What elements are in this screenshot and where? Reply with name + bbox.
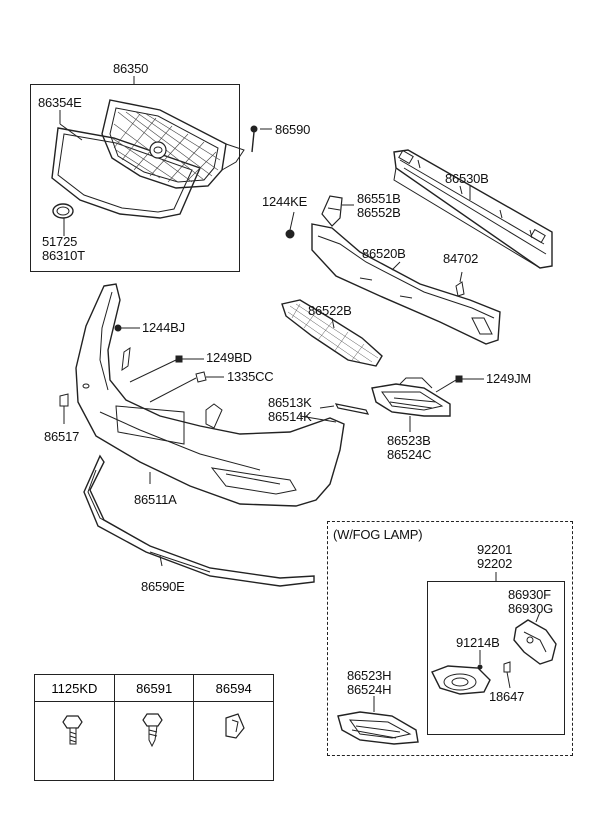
- label-1335CC: 1335CC: [227, 369, 274, 384]
- label-86513K: 86513K: [268, 395, 312, 410]
- hardware-header-86594: 86594: [193, 674, 274, 702]
- screw-1249JM-drawing: [435, 375, 484, 393]
- grille-surround-drawing: [51, 127, 201, 219]
- bumper-beam-drawing: [393, 149, 553, 269]
- label-1249JM: 1249JM: [486, 371, 532, 386]
- label-86930F: 86930F: [508, 587, 551, 602]
- lower-grille-drawing: [281, 299, 383, 367]
- label-86511A: 86511A: [134, 492, 177, 507]
- fog-lamp-drawing: [431, 665, 491, 695]
- fog-lamp-assembly-frame: [427, 581, 565, 735]
- label-86930G: 86930G: [508, 601, 554, 616]
- hardware-header-1125KD: 1125KD: [34, 674, 115, 702]
- hardware-table-image-row: [34, 701, 274, 781]
- label-86354E: 86354E: [38, 95, 82, 110]
- leader-86590E: [159, 555, 163, 567]
- clip-84702-drawing: [455, 271, 465, 297]
- label-86551B: 86551B: [357, 191, 401, 206]
- label-1244KE: 1244KE: [262, 194, 308, 209]
- screw-18647-drawing: [503, 661, 511, 689]
- label-86350: 86350: [113, 61, 149, 76]
- leader-86522B: [331, 317, 335, 329]
- label-86517: 86517: [44, 429, 80, 444]
- bolt-1244BJ-drawing: [114, 324, 140, 332]
- plug-86517-drawing: [59, 393, 69, 424]
- reflector-drawing: [319, 403, 370, 415]
- grille-assembly-frame: [30, 84, 240, 272]
- label-51725: 51725: [42, 234, 78, 249]
- label-86590E: 86590E: [141, 579, 185, 594]
- fog-cover-h-drawing: [337, 711, 419, 745]
- label-18647: 18647: [489, 689, 525, 704]
- label-86524H: 86524H: [347, 682, 392, 697]
- fog-lamp-bracket-drawing: [513, 611, 557, 665]
- energy-absorber-drawing: [311, 223, 501, 345]
- label-84702: 84702: [443, 251, 479, 266]
- label-86523B: 86523B: [387, 433, 431, 448]
- label-86514K: 86514K: [268, 409, 312, 424]
- leader-86520B: [391, 261, 401, 271]
- label-1244BJ: 1244BJ: [142, 320, 185, 335]
- bulb-91214B-drawing: [477, 650, 483, 670]
- screw-86590-drawing: [250, 125, 272, 153]
- bracket-86551B-drawing: [321, 195, 354, 227]
- label-92202: 92202: [477, 556, 513, 571]
- label-86523H: 86523H: [347, 668, 392, 683]
- label-1249BD: 1249BD: [206, 350, 252, 365]
- label-86520B: 86520B: [362, 246, 406, 261]
- label-86310T: 86310T: [42, 248, 85, 263]
- bumper-cover-drawing: [75, 283, 345, 507]
- label-91214B: 91214B: [456, 635, 500, 650]
- hardware-cell-86594: [193, 701, 274, 781]
- hardware-header-86591: 86591: [113, 674, 195, 702]
- hardware-table-header-row: 1125KD 86591 86594: [34, 674, 274, 702]
- leader-86354E-b: [59, 123, 83, 141]
- hardware-cell-86591: [113, 701, 195, 781]
- bolt-1249BD-drawing: [129, 355, 204, 383]
- emblem-drawing: [52, 203, 74, 219]
- hardware-cell-1125KD: [34, 701, 115, 781]
- label-86552B: 86552B: [357, 205, 401, 220]
- label-86590: 86590: [275, 122, 311, 137]
- label-86522B: 86522B: [308, 303, 352, 318]
- clip-1335CC-drawing: [149, 371, 224, 403]
- hardware-table: 1125KD 86591 86594: [34, 674, 274, 781]
- fog-lamp-caption: (W/FOG LAMP): [333, 527, 423, 542]
- radiator-grille-drawing: [101, 99, 245, 189]
- lower-lip-drawing: [83, 454, 315, 587]
- label-92201: 92201: [477, 542, 513, 557]
- fog-lamp-option-frame: [327, 521, 573, 756]
- label-86530B: 86530B: [445, 171, 489, 186]
- label-86524C: 86524C: [387, 447, 432, 462]
- bolt-1244KE-drawing: [285, 211, 295, 239]
- fog-cover-drawing: [371, 377, 451, 417]
